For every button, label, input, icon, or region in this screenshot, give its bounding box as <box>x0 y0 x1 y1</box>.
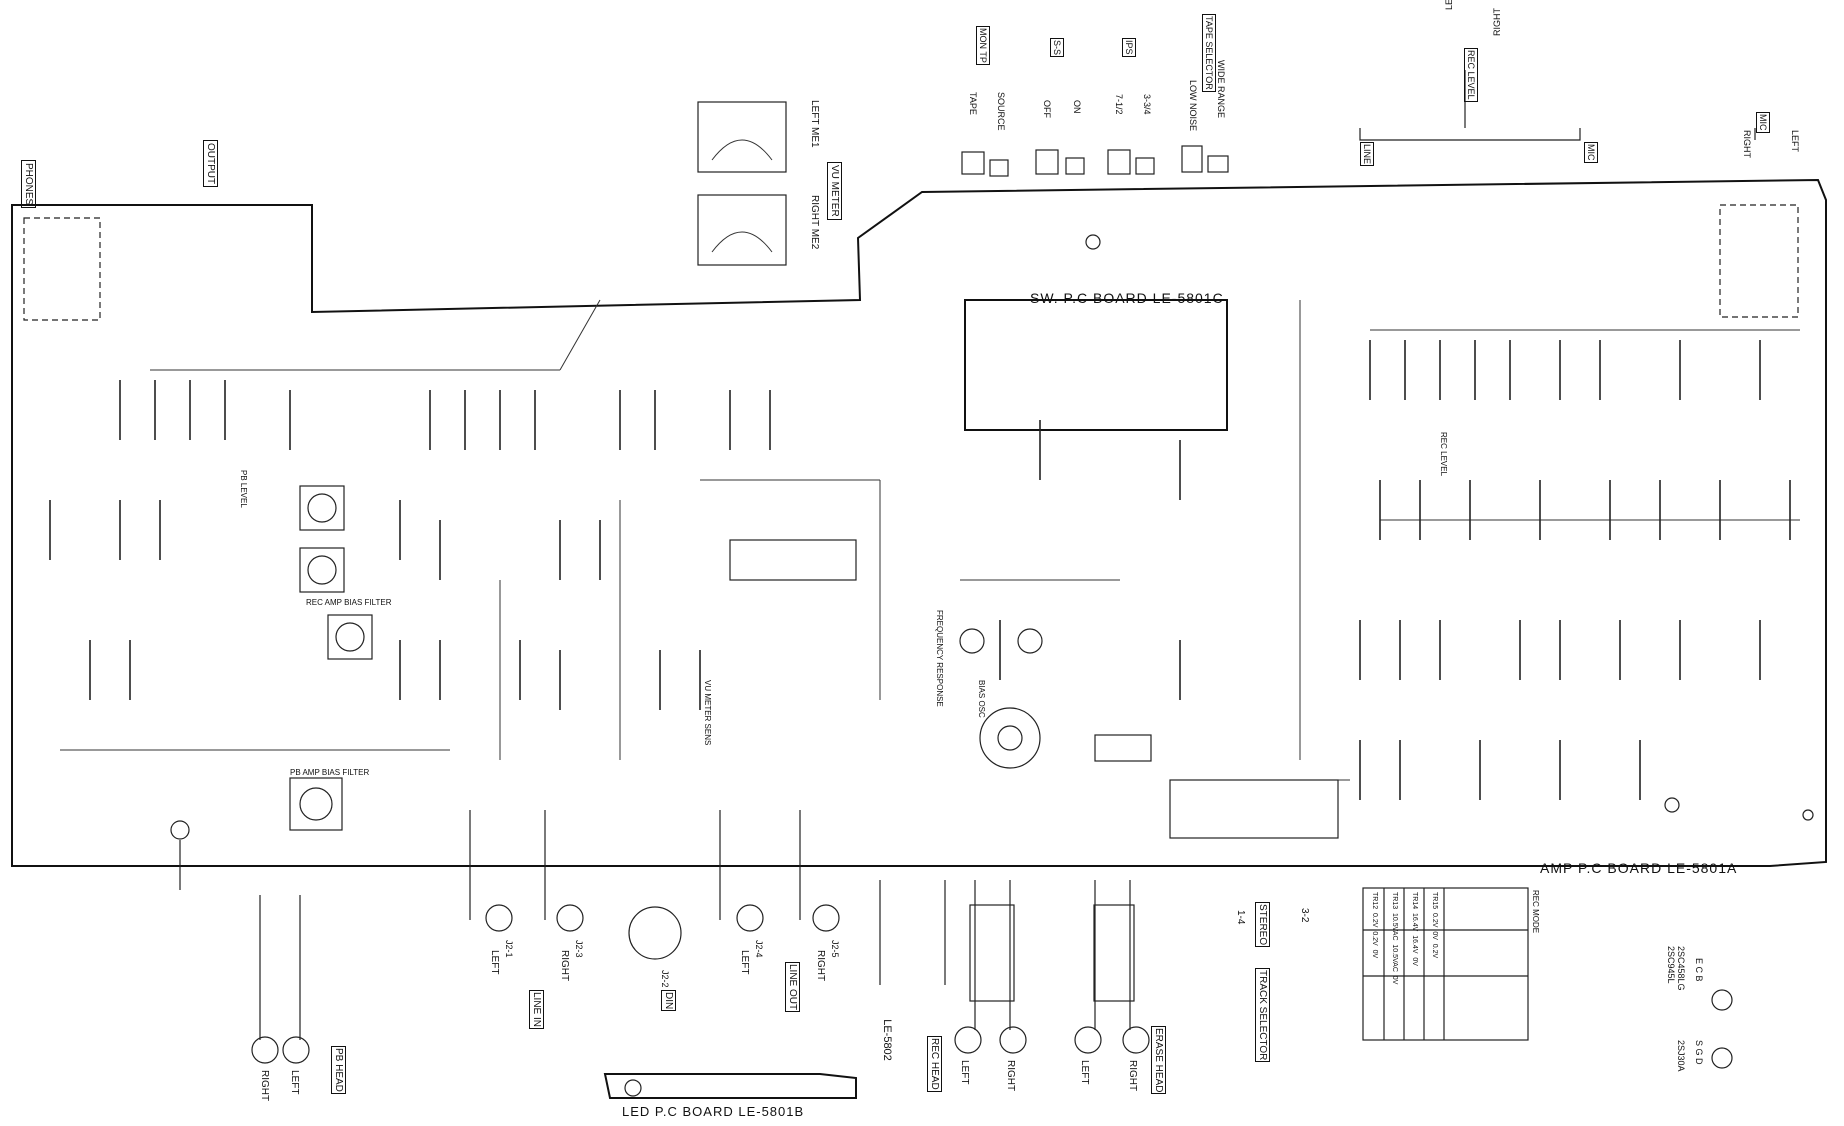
mic-right-label: RIGHT <box>1742 130 1752 158</box>
erase-head-label: ERASE HEAD <box>1151 1026 1166 1095</box>
rec-head-left: LEFT <box>959 1060 970 1085</box>
output-label: OUTPUT <box>203 140 218 188</box>
vu-meter-left <box>697 101 787 173</box>
component-ticks <box>49 340 1791 800</box>
rec-head-right: RIGHT <box>1005 1060 1016 1092</box>
top-switches <box>961 145 1229 177</box>
top-left-label: LEFT <box>1444 0 1454 10</box>
trim-pots <box>289 485 1043 831</box>
led-board-label: LED P.C BOARD LE-5801B <box>622 1104 805 1119</box>
transistor-sgd: S G D <box>1694 1040 1704 1065</box>
sw-board-outline <box>964 299 1228 431</box>
tape-selector-label: TAPE SELECTOR <box>1202 14 1216 92</box>
meter-right-label: RIGHT ME2 <box>809 195 820 250</box>
bottom-jacks <box>251 904 1150 1064</box>
le5802-label: LE-5802 <box>880 1019 893 1061</box>
transistor-ecb: E C B <box>1694 958 1704 982</box>
rec-mode-title: REC MODE <box>1531 890 1540 934</box>
stereo-mode-top: 3-2 <box>1299 908 1310 923</box>
rec-level-label: REC LEVEL <box>1464 48 1478 102</box>
j2-4-label: J2-4 <box>754 940 764 958</box>
top-right-label: RIGHT <box>1492 8 1502 36</box>
vu-meter-sens-label: VU METER SENS <box>703 680 712 746</box>
rec-mode-table-grid <box>1362 887 1529 1041</box>
line-out-label: LINE OUT <box>785 962 800 1013</box>
track-selector-label: TRACK SELECTOR <box>1255 968 1270 1063</box>
ss-label: S-S <box>1050 38 1064 58</box>
rec-amp-bias-filter-label: REC AMP BIAS FILTER <box>306 598 392 607</box>
mon-tp-label: MON TP <box>976 26 990 65</box>
vu-meter-right <box>697 194 787 266</box>
bias-osc-label: BIAS OSC <box>977 680 986 718</box>
amp-board-label: AMP P.C BOARD LE-5801A <box>1540 860 1738 876</box>
frequency-response-label: FREQUENCY RESPONSE <box>935 610 944 707</box>
pb-head-label: PB HEAD <box>331 1046 346 1094</box>
line-out-left: LEFT <box>739 950 750 975</box>
pb-amp-bias-filter-label: PB AMP BIAS FILTER <box>290 768 370 777</box>
transistor-note-1: 2SC458LG <box>1676 946 1686 991</box>
erase-head-right: RIGHT <box>1127 1060 1138 1092</box>
vu-meter-label: VU METER <box>827 162 842 220</box>
sw-board-label: SW. P.C BOARD LE-5801C <box>1030 290 1224 306</box>
j2-1-label: J2-1 <box>504 940 514 958</box>
cables <box>259 810 1135 1040</box>
amp-board-outline <box>11 178 1827 867</box>
circuit-traces <box>60 299 1800 781</box>
switch-source: SOURCE <box>996 92 1006 131</box>
switch-low-noise: LOW NOISE <box>1188 80 1198 132</box>
rec-head-label: REC HEAD <box>927 1036 942 1092</box>
pb-head-right: RIGHT <box>259 1070 270 1102</box>
ips-label: IPS <box>1122 38 1136 57</box>
din-label: DIN <box>661 990 676 1012</box>
led-board-outline <box>603 1073 857 1099</box>
meter-left-label: LEFT ME1 <box>809 100 820 148</box>
mic-label: MIC <box>1584 142 1598 163</box>
mic-jack-box <box>1719 204 1799 318</box>
table-row-4: TR15 0.2V 0V 0.2V <box>1431 892 1438 959</box>
line-in-label: LINE IN <box>529 990 544 1030</box>
j2-2-label: J2-2 <box>660 970 670 988</box>
pb-level-label: PB LEVEL <box>239 470 248 508</box>
stereo-mode-bottom: 1-4 <box>1235 910 1246 925</box>
table-row-1: TR12 0.2V 0.2V 0V <box>1371 892 1378 959</box>
j2-3-label: J2-3 <box>574 940 584 958</box>
switch-ips-7: 7-1/2 <box>1114 94 1124 115</box>
erase-head-left: LEFT <box>1079 1060 1090 1085</box>
table-row-3: TR14 16.4V 16.4V 0V <box>1411 892 1418 966</box>
pb-head-left: LEFT <box>289 1070 300 1095</box>
stereo-label: STEREO <box>1255 902 1270 948</box>
phones-label: PHONES <box>21 160 36 209</box>
switch-wide-range: WIDE RANGE <box>1216 60 1226 119</box>
line-in-right: RIGHT <box>559 950 570 982</box>
switch-on: ON <box>1072 100 1082 114</box>
line-out-right: RIGHT <box>815 950 826 982</box>
table-row-2: TR13 10.5VAC 10.5VAC 0V <box>1391 892 1398 985</box>
mic-left-label: LEFT <box>1790 130 1800 153</box>
line-label: LINE <box>1360 142 1374 167</box>
switch-tape: TAPE <box>968 92 978 115</box>
j2-5-label: J2-5 <box>830 940 840 958</box>
switch-ips-3: 3-3/4 <box>1142 94 1152 115</box>
transistor-note-3: 2SJ30A <box>1676 1040 1686 1072</box>
rec-level-pot-label: REC LEVEL <box>1439 432 1448 477</box>
transistor-note-2: 2SC945L <box>1666 946 1676 984</box>
line-in-left: LEFT <box>489 950 500 975</box>
mic-top-label: MIC <box>1756 112 1770 133</box>
phones-jack-box <box>23 217 101 321</box>
switch-off: OFF <box>1042 100 1052 118</box>
